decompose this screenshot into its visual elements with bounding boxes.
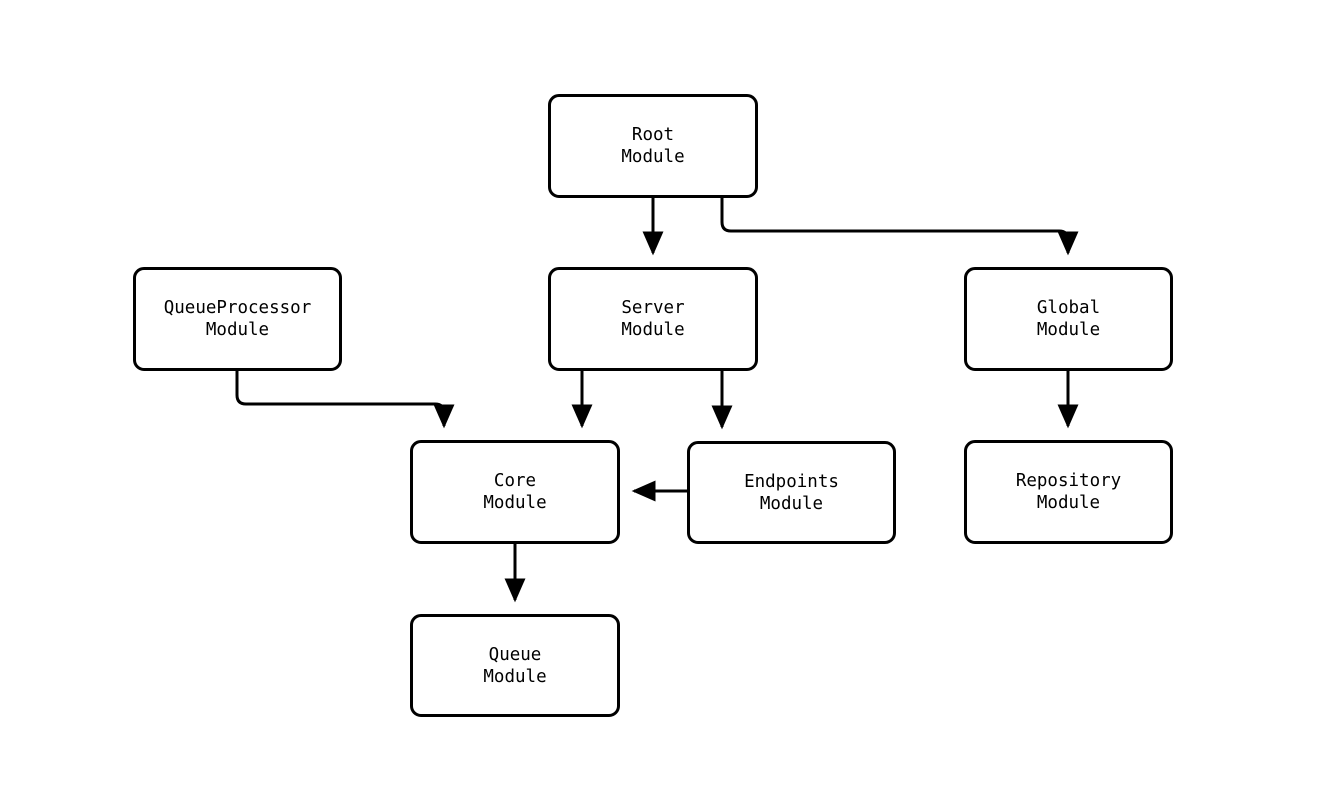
node-label-line2-server: Module [621, 320, 685, 340]
node-label-line2-global: Module [1036, 320, 1101, 340]
node-label-line1-server: Server [621, 298, 685, 318]
edge-queueprocessor-to-core [235, 371, 455, 429]
node-label-line1-root: Root [631, 125, 675, 145]
node-label-line1-repository: Repository [1015, 471, 1122, 491]
node-label-line1-global: Global [1036, 298, 1101, 318]
node-label-line2-repository: Module [1036, 493, 1101, 513]
node-label-line1-queue: Queue [488, 644, 542, 665]
node-label-line2-queueprocessor: Module [205, 320, 270, 340]
node-label-line2-root: Module [621, 147, 685, 167]
node-label-line1-core: Core [493, 471, 537, 491]
edge-root-to-global [720, 198, 1079, 256]
node-label-line2-core: Module [483, 493, 547, 513]
node-label-line2-queue: Module [483, 666, 547, 687]
node-label-line2-endpoints: Module [759, 493, 824, 514]
node-label-line1-endpoints: Endpoints [744, 471, 839, 492]
node-label-line1-queueprocessor: QueueProcessor [163, 298, 312, 318]
